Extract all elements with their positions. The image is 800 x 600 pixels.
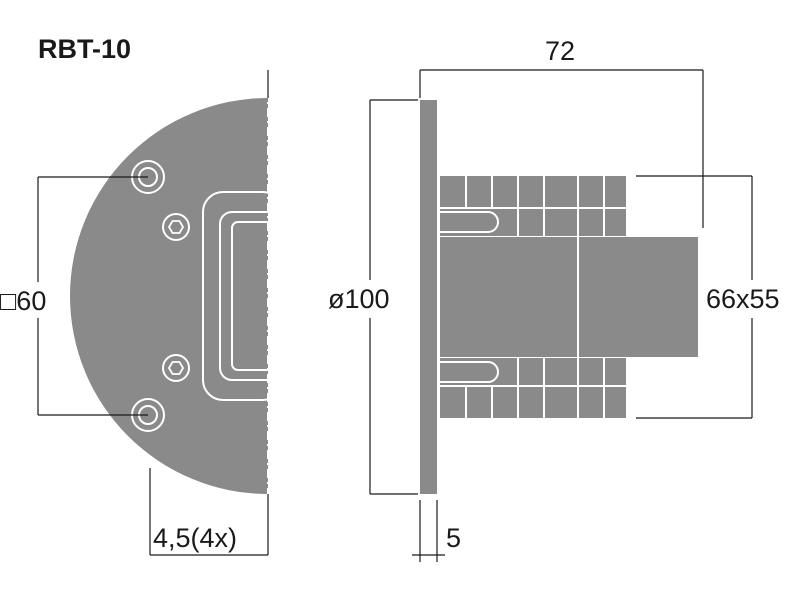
front-view: □60 4,5(4x) bbox=[0, 70, 284, 556]
horn-outer-outline bbox=[202, 191, 284, 401]
dim-depth bbox=[419, 69, 704, 228]
dim-front-diameter bbox=[369, 99, 418, 495]
depth-label: 72 bbox=[545, 36, 575, 66]
mount-holes-label: 4,5(4x) bbox=[153, 523, 237, 553]
mount-square-label: □60 bbox=[0, 286, 46, 316]
ribbon-slot-outline bbox=[231, 221, 281, 371]
dim-mount-square bbox=[37, 176, 148, 416]
upper-fin-block bbox=[440, 176, 626, 236]
dim-mount-holes bbox=[149, 468, 268, 556]
dim-plate-thickness bbox=[412, 500, 445, 562]
lower-fin-block bbox=[440, 358, 626, 418]
front-diameter-label: ø100 bbox=[328, 284, 390, 314]
front-plate bbox=[420, 100, 437, 494]
side-view: 72 ø100 66x55 5 bbox=[328, 36, 780, 562]
faceplate-half-disc bbox=[70, 98, 268, 494]
plate-thickness-label: 5 bbox=[446, 523, 461, 553]
model-title: RBT-10 bbox=[38, 34, 131, 64]
hex-screw-bottom-icon bbox=[162, 354, 190, 382]
dim-magnet-size bbox=[636, 175, 753, 419]
magnet-size-label: 66x55 bbox=[706, 284, 780, 314]
magnet-body bbox=[440, 237, 698, 357]
hex-screw-top-icon bbox=[162, 213, 190, 241]
